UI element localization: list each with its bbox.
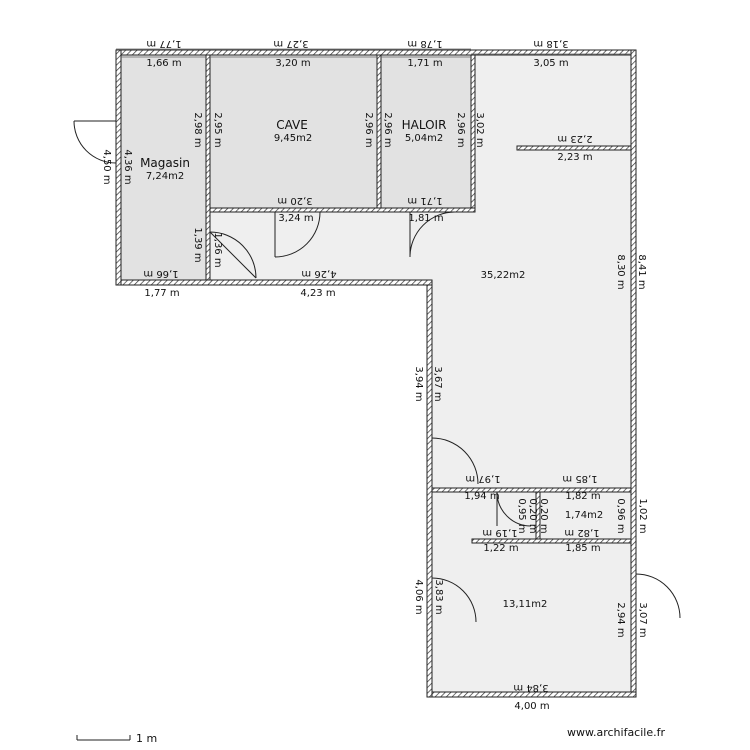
dim-hall-right-inner: 8,30 m [615, 254, 626, 289]
room-name-cave: CAVE [276, 118, 308, 132]
dim-partition-outer: 2,23 m [557, 133, 592, 144]
dim-top-magasin-inner: 1,66 m [146, 58, 181, 69]
room-area-bottom: 13,11m2 [503, 599, 548, 610]
dim-top-right-outer: 3,18 m [533, 38, 568, 49]
room-name-magasin: Magasin [140, 156, 190, 170]
dim-cave-bottom-inner: 3,24 m [278, 213, 313, 224]
scale-label: 1 m [136, 732, 158, 745]
dim-haloir-right-a: 2,96 m [455, 112, 466, 147]
magasin-floor [121, 55, 207, 280]
dim-hall-right-outer: 8,41 m [636, 254, 647, 289]
dim-bottom-left-inner: 3,83 m [433, 579, 444, 614]
room-area-haloir: 5,04m2 [405, 133, 443, 144]
dim-small-h-a: 0,95 m [516, 498, 527, 533]
credit-text: www.archifacile.fr [567, 726, 666, 739]
room-area-magasin: 7,24m2 [146, 171, 184, 182]
dim-bottom-right-outer: 3,07 m [637, 602, 648, 637]
dimension-lines [116, 48, 631, 58]
room-area-hall: 35,22m2 [481, 270, 526, 281]
dim-bottom-outer: 3,84 m [513, 682, 548, 693]
dim-low-right-outer: 1,82 m [564, 527, 599, 538]
dim-mid-left-inner: 1,94 m [464, 491, 499, 502]
dim-mid-right-inner: 1,82 m [565, 491, 600, 502]
doors [73, 120, 681, 623]
dim-top-cave-inner: 3,20 m [275, 58, 310, 69]
scale-bar [76, 735, 131, 741]
dim-cave-left: 2,95 m [212, 112, 223, 147]
dim-top-right-inner: 3,05 m [533, 58, 568, 69]
dim-partition-inner: 2,23 m [557, 152, 592, 163]
dim-bottom-left-outer: 4,06 m [413, 579, 424, 614]
dim-small-h-b: 0,20 m [527, 498, 538, 533]
dim-bottom-inner: 4,00 m [514, 701, 549, 712]
dim-magasin-left-outer: 4,50 m [101, 149, 112, 184]
dim-mid-left-outer: 1,97 m [465, 473, 500, 484]
dim-haloir-right-b: 3,02 m [474, 112, 485, 147]
dim-wing-top-inner: 4,23 m [300, 288, 335, 299]
room-name-haloir: HALOIR [402, 118, 447, 132]
dim-magasin-bottom-outer: 1,77 m [144, 288, 179, 299]
dim-magasin-right-a: 2,98 m [192, 112, 203, 147]
door-corridor [209, 231, 257, 279]
dim-small-right-outer: 1,02 m [637, 498, 648, 533]
dim-low-left-inner: 1,22 m [483, 543, 518, 554]
dim-corridor-b: 1,36 m [212, 232, 223, 267]
dim-haloir-bottom-inner: 1,81 m [408, 213, 443, 224]
dim-top-haloir-inner: 1,71 m [407, 58, 442, 69]
dim-haloir-left: 2,96 m [382, 112, 393, 147]
dim-hall-left-outer: 3,94 m [413, 366, 424, 401]
dim-hall-left-inner: 3,67 m [432, 366, 443, 401]
room-area-small: 1,74m2 [565, 510, 603, 521]
dim-small-h-c: 0,20 m [538, 498, 549, 533]
dim-bottom-right-inner: 2,94 m [615, 602, 626, 637]
dim-low-left-outer: 1,19 m [482, 527, 517, 538]
dim-cave-right-a: 2,96 m [363, 112, 374, 147]
dim-corridor-a: 1,39 m [192, 227, 203, 262]
haloir-floor [381, 55, 471, 208]
dim-wing-top-outer: 4,26 m [301, 268, 336, 279]
dim-small-right-inner: 0,96 m [615, 498, 626, 533]
dim-top-magasin-outer: 1,77 m [146, 38, 181, 49]
interior-walls [205, 54, 632, 544]
dim-cave-bottom-outer: 3,20 m [277, 195, 312, 206]
exterior-walls [115, 49, 637, 698]
dim-top-cave-outer: 3,27 m [273, 38, 308, 49]
dim-haloir-bottom-outer: 1,71 m [407, 195, 442, 206]
cave-floor [210, 55, 377, 208]
dimension-labels: 1,66 m 3,20 m 1,71 m 3,05 m 2,23 m 3,24 … [101, 38, 648, 712]
room-area-cave: 9,45m2 [274, 133, 312, 144]
dim-top-haloir-outer: 1,78 m [407, 38, 442, 49]
dim-low-right-inner: 1,85 m [565, 543, 600, 554]
dim-mid-right-outer: 1,85 m [562, 473, 597, 484]
dim-magasin-left-inner: 4,36 m [122, 149, 133, 184]
dim-magasin-bottom-inner: 1,66 m [143, 268, 178, 279]
